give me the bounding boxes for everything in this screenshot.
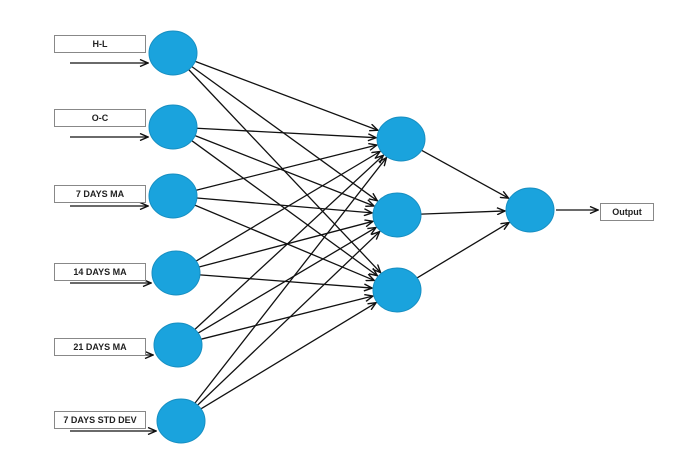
input-label-box: O-C: [54, 109, 146, 127]
connection-edge: [200, 296, 373, 340]
connection-edge: [191, 66, 378, 201]
connection-edge: [196, 127, 376, 137]
input-node: [153, 322, 203, 368]
input-label-box: 14 DAYS MA: [54, 263, 146, 281]
connection-edge: [194, 204, 374, 280]
input-label: H-L: [92, 39, 108, 49]
connection-edge: [194, 158, 386, 404]
hidden-node: [372, 192, 422, 238]
input-label-box: H-L: [54, 35, 146, 53]
hidden-node: [372, 267, 422, 313]
output-label-box: Output: [600, 203, 654, 221]
output-node: [505, 187, 555, 233]
input-label-box: 7 DAYS MA: [54, 185, 146, 203]
connection-edge: [196, 197, 372, 213]
connection-edge: [197, 227, 376, 334]
input-label: O-C: [91, 113, 109, 123]
input-label-box: 7 DAYS STD DEV: [54, 411, 146, 429]
connection-edge: [194, 155, 383, 330]
connection-edge: [200, 303, 376, 410]
input-label-box: 21 DAYS MA: [54, 338, 146, 356]
connection-edge: [416, 223, 509, 279]
input-node: [148, 173, 198, 219]
connection-edge: [420, 211, 505, 214]
input-label: 14 DAYS MA: [73, 267, 127, 277]
input-node: [151, 250, 201, 296]
input-label: 21 DAYS MA: [73, 342, 127, 352]
input-label: 7 DAYS STD DEV: [63, 415, 137, 425]
input-node: [148, 104, 198, 150]
hidden-node: [376, 116, 426, 162]
connection-edge: [421, 149, 509, 198]
connection-edge: [198, 221, 373, 268]
input-node: [148, 30, 198, 76]
connection-edge: [195, 145, 377, 191]
input-node: [156, 398, 206, 444]
connection-edge: [194, 135, 374, 206]
input-label: 7 DAYS MA: [75, 189, 125, 199]
connection-edge: [197, 232, 380, 406]
output-label: Output: [612, 207, 642, 217]
connection-edge: [195, 151, 380, 262]
connection-edge: [194, 60, 378, 130]
